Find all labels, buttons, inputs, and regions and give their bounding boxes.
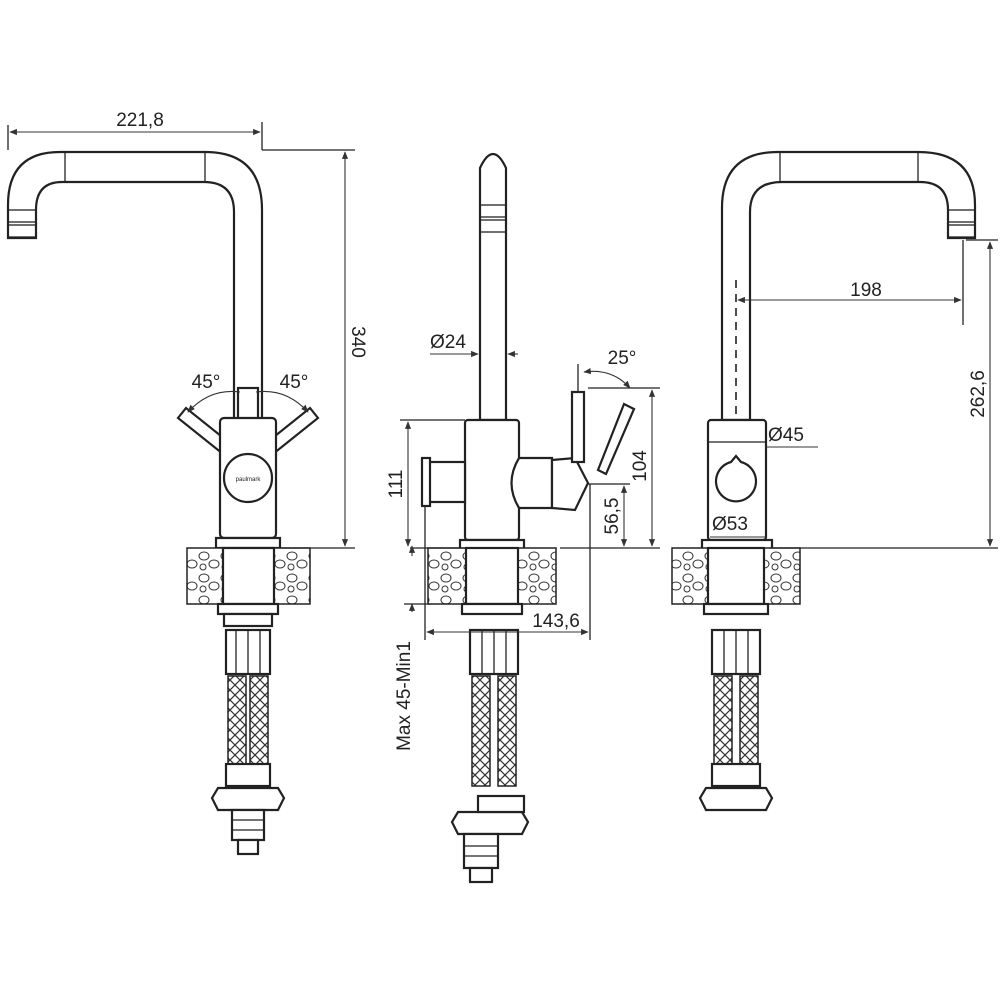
- front-countertop-left: [186, 547, 224, 605]
- dim-base-diameter-53: Ø53: [712, 514, 748, 535]
- side-countertop-left: [427, 547, 467, 605]
- dim-depth-143-6: 143,6: [532, 611, 580, 632]
- dim-spout-height-262-6: 262,6: [968, 370, 989, 418]
- back-countertop-left: [671, 547, 709, 605]
- side-spout: [478, 152, 508, 422]
- side-hose-right: [497, 675, 517, 787]
- back-hose-left: [713, 675, 733, 765]
- dim-spout-diameter: Ø24: [430, 332, 466, 353]
- dim-body-height-111: 111: [386, 470, 407, 499]
- side-hose-left: [471, 675, 491, 787]
- front-countertop-right: [273, 547, 311, 605]
- dim-height-340: 340: [347, 326, 368, 358]
- front-hose-left: [227, 675, 247, 765]
- front-view: paulmark 221,8 340 45° 45°: [6, 110, 368, 856]
- dim-body-diameter-45: Ø45: [768, 425, 804, 446]
- dim-lever-height-104: 104: [630, 450, 651, 482]
- logo-text: paulmark: [236, 477, 262, 483]
- back-countertop-right: [763, 547, 801, 605]
- side-lever: [570, 390, 586, 464]
- back-hose-right: [739, 675, 759, 765]
- front-hose-right: [249, 675, 269, 765]
- front-logo-badge: [222, 452, 274, 504]
- back-spout: [720, 150, 977, 422]
- dim-mounting-range: Max 45-Min1: [394, 641, 415, 751]
- front-spout: [6, 150, 264, 422]
- back-view: 198 262,6 Ø45 Ø53: [671, 150, 998, 812]
- dim-angle-left-45: 45°: [192, 372, 221, 393]
- dim-reach-198: 198: [850, 280, 882, 301]
- dim-lever-angle-25: 25°: [608, 348, 637, 369]
- dim-outlet-height-56-5: 56,5: [602, 498, 623, 535]
- back-knob: [714, 454, 758, 503]
- dim-angle-right-45: 45°: [280, 372, 309, 393]
- side-view: Ø24 111 Max 45-Min1 143,6 104 56,5 25°: [386, 152, 660, 884]
- dim-width-221-8: 221,8: [116, 110, 164, 131]
- side-countertop-right: [517, 547, 557, 605]
